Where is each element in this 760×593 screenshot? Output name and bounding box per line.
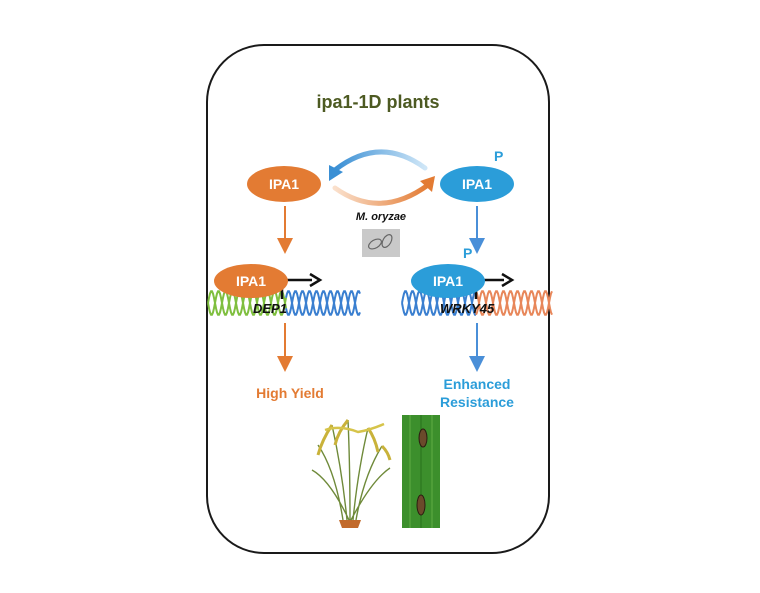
pathogen-label: M. oryzae — [355, 211, 407, 223]
phospho-label-top: P — [494, 148, 504, 164]
gene-dep1: DEP1 — [253, 301, 287, 316]
fungus-spore-icon — [362, 229, 400, 257]
outcome-resistance-line1: Enhanced — [443, 376, 511, 392]
rice-plant-icon — [311, 419, 392, 528]
ipa1-bound-left: IPA1 — [214, 264, 288, 298]
ipa1-bound-right: IPA1 — [411, 264, 485, 298]
infected-leaf-icon — [402, 415, 440, 528]
gene-wrky45: WRKY45 — [440, 301, 495, 316]
cycle-arrows-icon — [329, 149, 435, 206]
outcome-resistance-line2: Resistance — [440, 394, 514, 410]
ipa1-protein-left: IPA1 — [247, 166, 321, 202]
outcome-high-yield: High Yield — [256, 385, 324, 401]
phospho-label-bound: P — [463, 245, 473, 261]
ipa1-phospho-protein-right: IPA1 — [440, 166, 514, 202]
diagram-title: ipa1-1D plants — [316, 92, 440, 112]
